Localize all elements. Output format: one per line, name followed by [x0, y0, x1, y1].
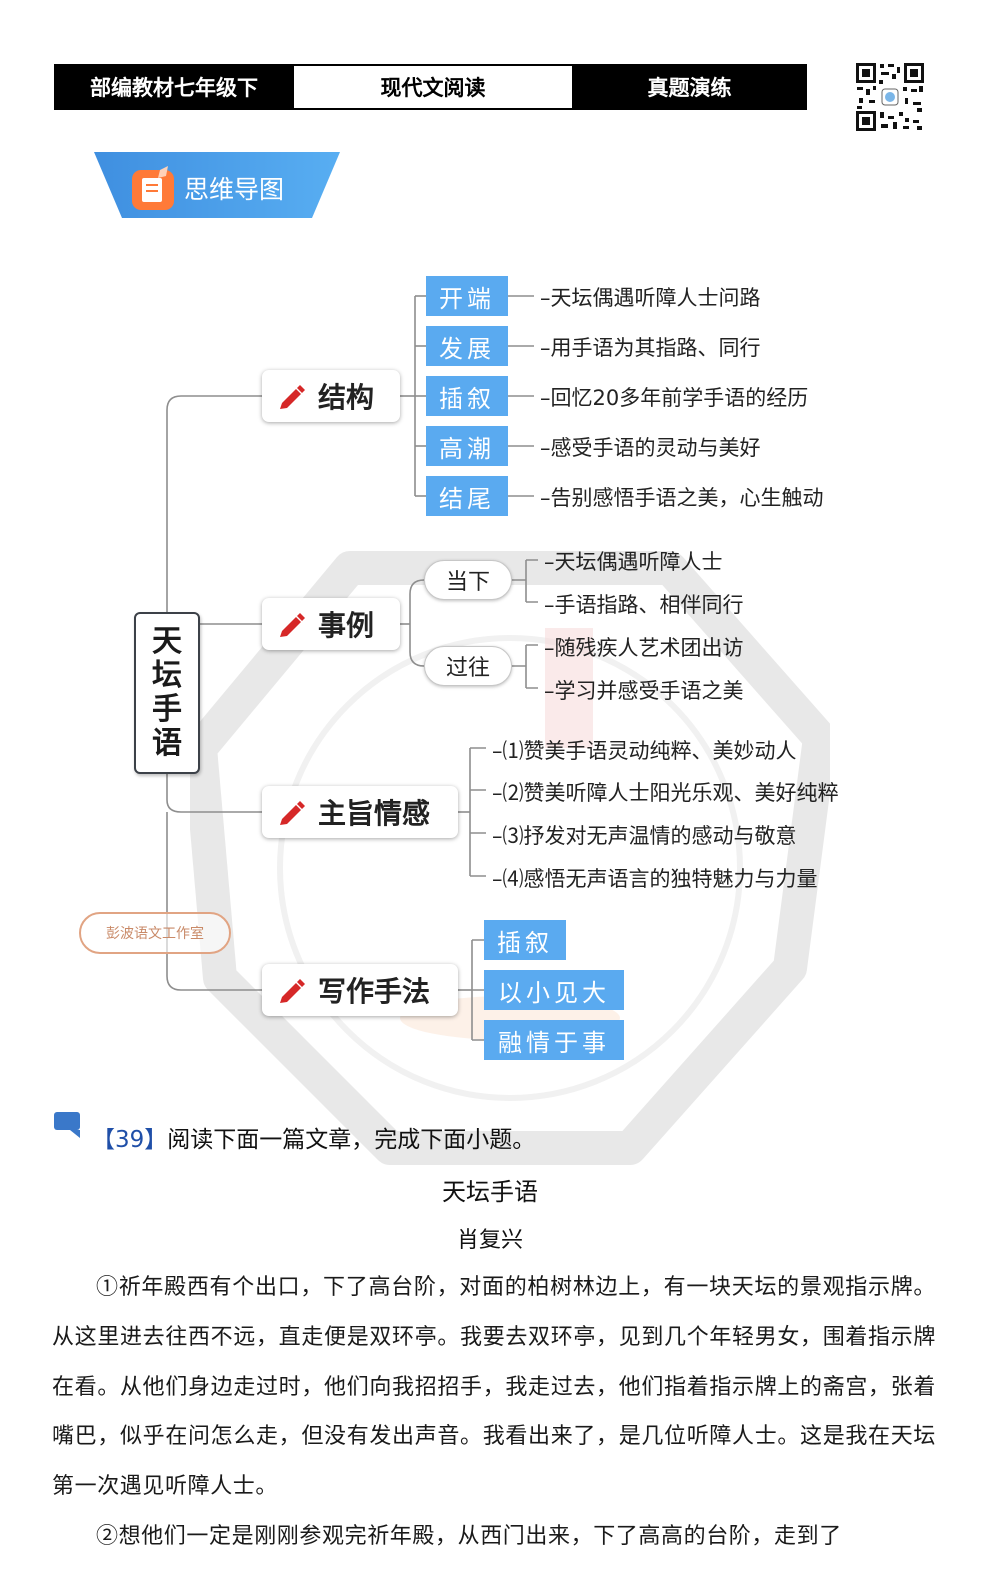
- pencil-icon: [280, 979, 305, 1003]
- theme-leaf: –⑶抒发对无声温情的感动与敬意: [492, 824, 797, 848]
- article-paragraph: ①祈年殿西有个出口，下了高台阶，对面的柏树林边上，有一块天坛的景观指示牌。从这里…: [52, 1275, 936, 1500]
- root-char: 手: [152, 692, 182, 727]
- examples-leaf: –手语指路、相伴同行: [544, 593, 744, 617]
- pencil-icon: [280, 613, 305, 637]
- node-structure: 结构: [262, 370, 400, 422]
- structure-leaf: –天坛偶遇听障人士问路: [540, 286, 761, 310]
- node-theme-label: 主旨情感: [318, 797, 431, 830]
- node-examples: 事例: [262, 598, 400, 650]
- article-title: 天坛手语: [442, 1178, 538, 1206]
- subnode-present: 当下: [424, 560, 512, 600]
- banner-title: 思维导图: [184, 175, 285, 204]
- structure-tag: 发展: [426, 326, 508, 366]
- structure-tag: 结尾: [426, 476, 508, 516]
- node-techniques-label: 写作手法: [318, 975, 431, 1008]
- structure-leaf: –感受手语的灵动与美好: [540, 436, 761, 460]
- theme-leaf: –⑴赞美手语灵动纯粹、美妙动人: [492, 739, 797, 763]
- structure-tag: 高潮: [426, 426, 508, 466]
- header-topic: 现代文阅读: [292, 66, 574, 108]
- question-instruction: 阅读下面一篇文章，完成下面小题。: [167, 1127, 536, 1153]
- root-char: 语: [152, 726, 182, 761]
- technique-tag: 融情于事: [484, 1020, 624, 1060]
- theme-leaf: –⑷感悟无声语言的独特魅力与力量: [492, 867, 818, 891]
- structure-leaf: –用手语为其指路、同行: [540, 336, 761, 360]
- node-examples-label: 事例: [318, 609, 375, 642]
- header-section: 真题演练: [574, 66, 805, 108]
- article-paragraph: ②想他们一定是刚刚参观完祈年殿，从西门出来，下了高高的台阶，走到了: [96, 1524, 842, 1549]
- node-techniques: 写作手法: [262, 964, 458, 1016]
- studio-badge: 彭波语文工作室: [79, 912, 231, 954]
- header-bar: 部编教材七年级下 现代文阅读 真题演练: [54, 64, 807, 110]
- node-structure-label: 结构: [318, 381, 375, 414]
- structure-tag: 插叙: [426, 376, 508, 416]
- header-grade: 部编教材七年级下: [56, 66, 292, 108]
- qr-code-icon: [855, 62, 925, 132]
- pencil-icon: [280, 801, 305, 825]
- structure-leaf: –告别感悟手语之美，心生触动: [540, 486, 824, 510]
- examples-leaf: –天坛偶遇听障人士: [544, 550, 723, 574]
- question-number: 【39】: [92, 1127, 168, 1153]
- examples-leaf: –学习并感受手语之美: [544, 679, 744, 703]
- question-flag-icon: [54, 1112, 80, 1138]
- root-char: 坛: [152, 658, 182, 693]
- technique-tag: 插叙: [484, 920, 566, 960]
- structure-tag: 开端: [426, 276, 508, 316]
- subnode-past: 过往: [424, 646, 512, 686]
- technique-tag: 以小见大: [484, 970, 624, 1010]
- mindmap-root: 天 坛 手 语: [134, 612, 200, 774]
- question-line: 【39】阅读下面一篇文章，完成下面小题。: [92, 1120, 535, 1154]
- mindmap-banner: [94, 152, 340, 218]
- theme-leaf: –⑵赞美听障人士阳光乐观、美好纯粹: [492, 781, 839, 805]
- node-theme: 主旨情感: [262, 786, 458, 838]
- article-author: 肖复兴: [456, 1228, 523, 1253]
- pencil-icon: [280, 385, 305, 409]
- root-char: 天: [152, 624, 182, 659]
- examples-leaf: –随残疾人艺术团出访: [544, 636, 744, 660]
- structure-leaf: –回忆20多年前学手语的经历: [540, 386, 809, 410]
